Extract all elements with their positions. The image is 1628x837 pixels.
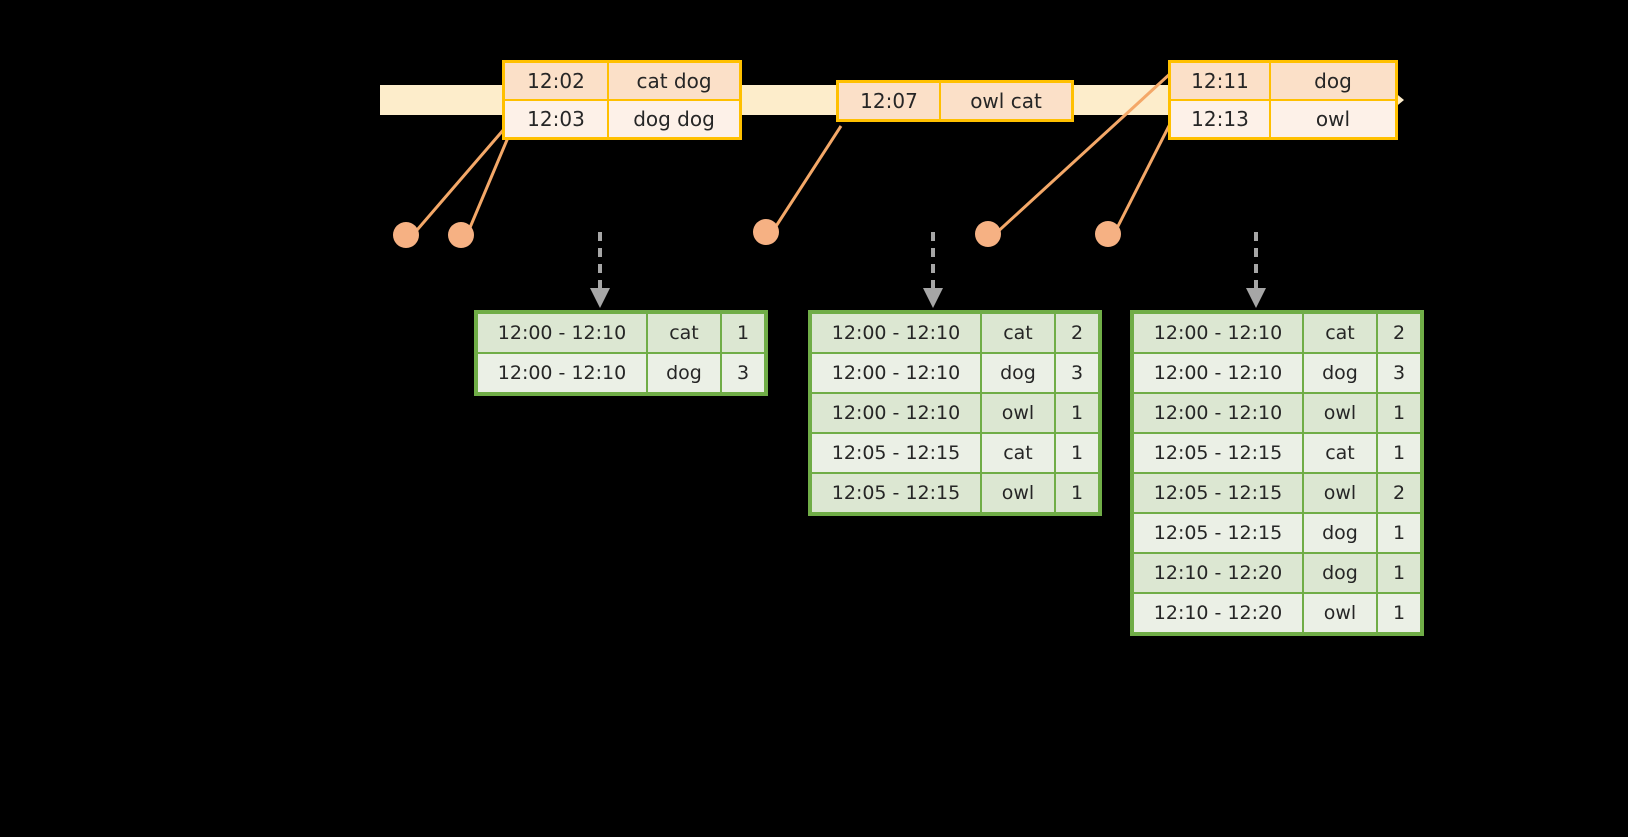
event-row: 12:13 owl (1170, 100, 1396, 138)
window-cell: 12:05 - 12:15 (1133, 433, 1303, 473)
word-cell: owl (1303, 393, 1377, 433)
event-dot-2 (448, 222, 474, 248)
word-cell: dog (1303, 553, 1377, 593)
event-row: 12:02 cat dog (504, 62, 740, 100)
window-cell: 12:00 - 12:10 (1133, 353, 1303, 393)
event-group-2: 12:07 owl cat (836, 80, 1074, 122)
word-cell: dog (1303, 513, 1377, 553)
event-time: 12:13 (1170, 100, 1270, 138)
word-cell: dog (1303, 353, 1377, 393)
event-time: 12:02 (504, 62, 608, 100)
word-cell: cat (647, 313, 721, 353)
word-cell: owl (1303, 473, 1377, 513)
word-cell: dog (981, 353, 1055, 393)
count-cell: 1 (1377, 513, 1421, 553)
event-dot-5 (1095, 221, 1121, 247)
count-cell: 1 (721, 313, 765, 353)
event-dot-3 (753, 219, 779, 245)
word-cell: cat (1303, 313, 1377, 353)
word-cell: owl (1303, 593, 1377, 633)
count-cell: 1 (1377, 433, 1421, 473)
count-cell: 1 (1055, 393, 1099, 433)
event-time: 12:07 (838, 82, 940, 120)
window-cell: 12:10 - 12:20 (1133, 553, 1303, 593)
event-words: owl (1270, 100, 1396, 138)
dashed-arrow-2-icon (923, 232, 943, 308)
count-cell: 2 (1377, 473, 1421, 513)
event-time: 12:03 (504, 100, 608, 138)
event-group-3: 12:11 dog 12:13 owl (1168, 60, 1398, 140)
word-cell: cat (981, 433, 1055, 473)
window-cell: 12:00 - 12:10 (811, 313, 981, 353)
event-row: 12:11 dog (1170, 62, 1396, 100)
count-cell: 3 (1055, 353, 1099, 393)
count-cell: 1 (1055, 473, 1099, 513)
word-cell: cat (1303, 433, 1377, 473)
count-cell: 1 (1055, 433, 1099, 473)
event-words: dog (1270, 62, 1396, 100)
window-cell: 12:00 - 12:10 (1133, 313, 1303, 353)
event-dot-1 (393, 222, 419, 248)
count-cell: 3 (1377, 353, 1421, 393)
window-cell: 12:00 - 12:10 (477, 313, 647, 353)
event-row: 12:07 owl cat (838, 82, 1072, 120)
word-cell: owl (981, 393, 1055, 433)
count-cell: 1 (1377, 593, 1421, 633)
event-time: 12:11 (1170, 62, 1270, 100)
word-cell: cat (981, 313, 1055, 353)
count-cell: 2 (1055, 313, 1099, 353)
event-words: owl cat (940, 82, 1072, 120)
dashed-arrow-1-icon (590, 232, 610, 308)
event-words: cat dog (608, 62, 740, 100)
word-cell: dog (647, 353, 721, 393)
count-cell: 1 (1377, 553, 1421, 593)
event-dot-4 (975, 221, 1001, 247)
count-cell: 3 (721, 353, 765, 393)
count-cell: 1 (1377, 393, 1421, 433)
window-cell: 12:00 - 12:10 (1133, 393, 1303, 433)
window-cell: 12:05 - 12:15 (1133, 473, 1303, 513)
window-cell: 12:00 - 12:10 (811, 353, 981, 393)
dashed-arrow-3-icon (1246, 232, 1266, 308)
event-row: 12:03 dog dog (504, 100, 740, 138)
window-cell: 12:10 - 12:20 (1133, 593, 1303, 633)
event-group-1: 12:02 cat dog 12:03 dog dog (502, 60, 742, 140)
window-cell: 12:00 - 12:10 (477, 353, 647, 393)
word-cell: owl (981, 473, 1055, 513)
window-cell: 12:05 - 12:15 (1133, 513, 1303, 553)
event-words: dog dog (608, 100, 740, 138)
window-cell: 12:05 - 12:15 (811, 473, 981, 513)
count-cell: 2 (1377, 313, 1421, 353)
window-cell: 12:00 - 12:10 (811, 393, 981, 433)
window-cell: 12:05 - 12:15 (811, 433, 981, 473)
